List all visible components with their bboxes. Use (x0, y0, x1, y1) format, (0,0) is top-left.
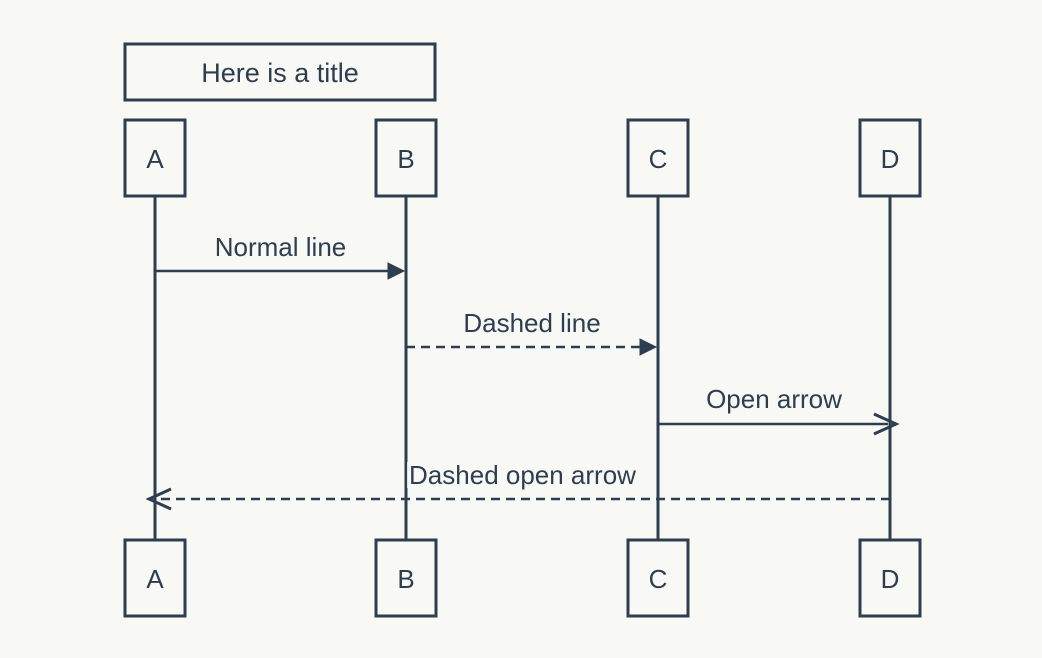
participant-label-top-c: C (649, 144, 668, 174)
message-label: Dashed line (463, 308, 600, 338)
participant-label-bottom-a: A (146, 564, 164, 594)
message-label: Open arrow (706, 384, 842, 414)
message-label: Dashed open arrow (409, 460, 636, 490)
participant-box-top-d (858, 118, 922, 198)
message-label: Normal line (215, 232, 347, 262)
diagram-title: Here is a title (201, 58, 359, 88)
participant-label-bottom-b: B (397, 564, 414, 594)
participant-box-top-c (626, 118, 690, 198)
open-arrowhead (145, 487, 172, 511)
participant-box-bottom-d (858, 538, 922, 618)
participant-box-top-a (123, 118, 187, 198)
participant-label-bottom-d: D (881, 564, 900, 594)
filled-arrowhead (639, 338, 658, 356)
title-box (123, 42, 437, 102)
open-arrowhead (873, 412, 900, 436)
participant-label-top-d: D (881, 144, 900, 174)
filled-arrowhead (387, 262, 406, 280)
participant-box-bottom-c (626, 538, 690, 618)
participant-box-bottom-a (123, 538, 187, 618)
participant-label-top-a: A (146, 144, 164, 174)
participant-label-top-b: B (397, 144, 414, 174)
participant-label-bottom-c: C (649, 564, 668, 594)
participant-box-top-b (374, 118, 438, 198)
participant-box-bottom-b (374, 538, 438, 618)
